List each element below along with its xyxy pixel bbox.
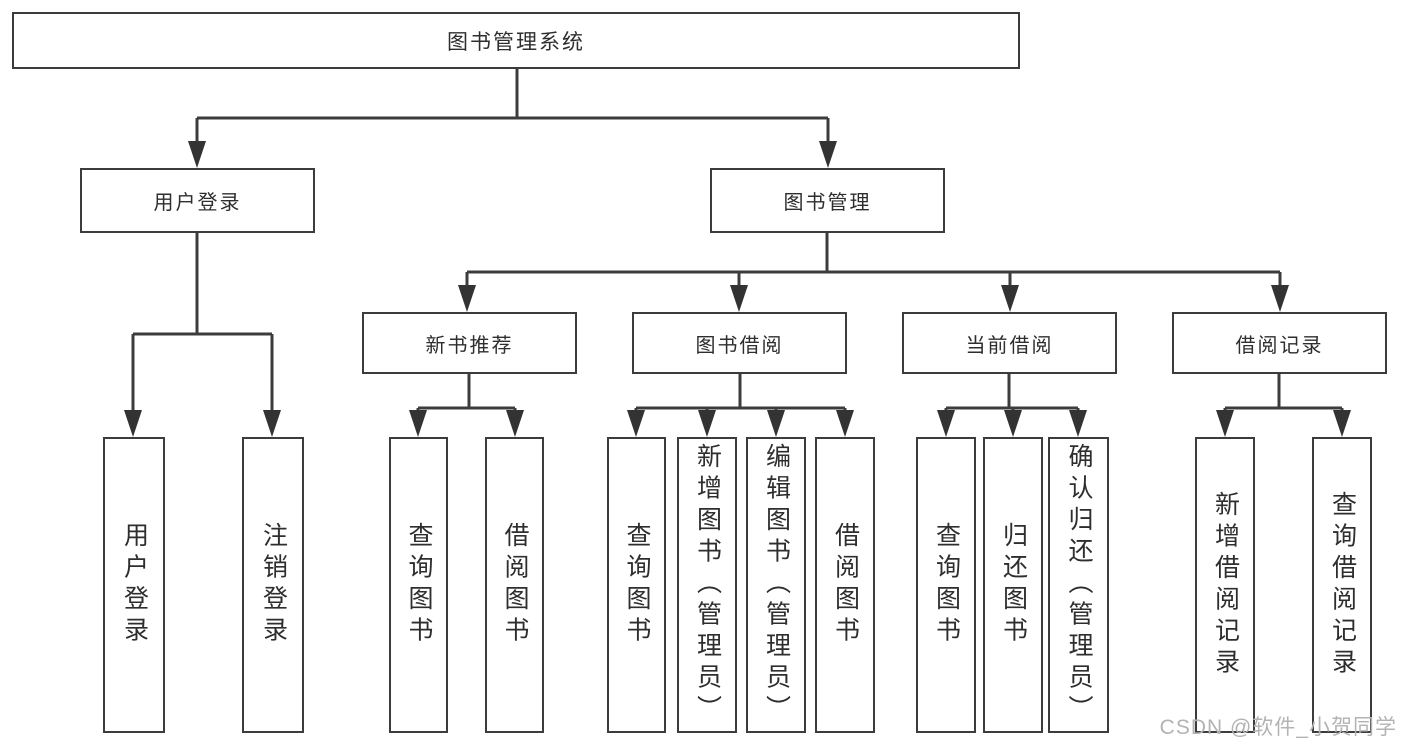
node-book-borrow-label: 图书借阅 — [695, 334, 784, 357]
leaf-recommend-query-books-label: 查询图书 — [405, 522, 433, 648]
arrowhead — [836, 410, 854, 437]
arrowhead — [1216, 410, 1234, 437]
connector-borrow-records-group — [1223, 374, 1344, 414]
leaf-current-query-books-label: 查询图书 — [932, 522, 961, 648]
node-book-borrow: 图书借阅 — [632, 312, 847, 374]
node-current-borrow-label: 当前借阅 — [965, 334, 1054, 357]
connector-book-borrow-group — [634, 374, 847, 414]
arrowhead — [263, 410, 281, 437]
node-borrow-records: 借阅记录 — [1172, 312, 1387, 374]
arrowhead — [698, 410, 716, 437]
arrowhead — [627, 410, 645, 437]
arrowhead — [767, 410, 785, 437]
connector-current-borrow-group — [944, 374, 1080, 414]
arrowhead — [937, 410, 955, 437]
node-book-management: 图书管理 — [710, 168, 945, 233]
watermark: CSDN @软件_小贺同学 — [1159, 716, 1397, 739]
leaf-return-books: 归还图书 — [983, 437, 1043, 733]
leaf-borrow-query-books: 查询图书 — [607, 437, 666, 733]
arrowhead — [1004, 410, 1022, 437]
leaf-user-login-label: 用户登录 — [120, 522, 149, 648]
leaf-edit-books-admin-label: 编辑图书（管理员） — [762, 443, 791, 727]
leaf-add-books-admin: 新增图书（管理员） — [677, 437, 737, 733]
leaf-add-books-admin-label: 新增图书（管理员） — [693, 443, 722, 727]
leaf-logout: 注销登录 — [242, 437, 304, 733]
arrowhead — [1069, 410, 1087, 437]
node-borrow-records-label: 借阅记录 — [1235, 334, 1324, 357]
arrowhead — [458, 285, 476, 312]
leaf-query-borrow-record-label: 查询借阅记录 — [1328, 490, 1357, 680]
connector-user-login-group — [131, 233, 274, 413]
leaf-borrow-books-label: 借阅图书 — [831, 522, 860, 648]
leaf-recommend-borrow-books: 借阅图书 — [485, 437, 544, 733]
connector-new-book-group — [416, 374, 517, 414]
node-root-label: 图书管理系统 — [447, 30, 585, 54]
node-book-management-label: 图书管理 — [783, 192, 872, 214]
leaf-borrow-query-books-label: 查询图书 — [623, 522, 651, 648]
leaf-add-borrow-record: 新增借阅记录 — [1195, 437, 1255, 733]
node-root: 图书管理系统 — [12, 12, 1020, 69]
arrowhead — [124, 410, 142, 437]
arrowhead — [1001, 285, 1019, 312]
leaf-query-borrow-record: 查询借阅记录 — [1312, 437, 1372, 733]
leaf-recommend-query-books: 查询图书 — [389, 437, 448, 733]
arrowhead — [730, 285, 748, 312]
leaf-confirm-return-admin-label: 确认归还（管理员） — [1065, 443, 1093, 727]
leaf-add-borrow-record-label: 新增借阅记录 — [1211, 490, 1240, 680]
arrowhead — [188, 141, 206, 168]
arrowhead — [819, 141, 837, 168]
arrowhead — [506, 410, 524, 437]
arrowhead — [409, 410, 427, 437]
leaf-recommend-borrow-books-label: 借阅图书 — [501, 522, 529, 648]
leaf-current-query-books: 查询图书 — [916, 437, 976, 733]
leaf-user-login: 用户登录 — [103, 437, 165, 733]
node-current-borrow: 当前借阅 — [902, 312, 1117, 374]
connector-book-management-group — [465, 233, 1282, 288]
node-user-login-label: 用户登录 — [153, 192, 242, 214]
leaf-logout-label: 注销登录 — [259, 522, 288, 648]
leaf-borrow-books: 借阅图书 — [815, 437, 875, 733]
connector-root-to-branches — [195, 69, 830, 144]
leaf-confirm-return-admin: 确认归还（管理员） — [1048, 437, 1109, 733]
node-user-login: 用户登录 — [80, 168, 315, 233]
leaf-edit-books-admin: 编辑图书（管理员） — [746, 437, 806, 733]
node-new-book-recommend-label: 新书推荐 — [425, 334, 514, 357]
arrowhead — [1271, 285, 1289, 312]
leaf-return-books-label: 归还图书 — [999, 522, 1028, 648]
arrowhead — [1333, 410, 1351, 437]
node-new-book-recommend: 新书推荐 — [362, 312, 577, 374]
